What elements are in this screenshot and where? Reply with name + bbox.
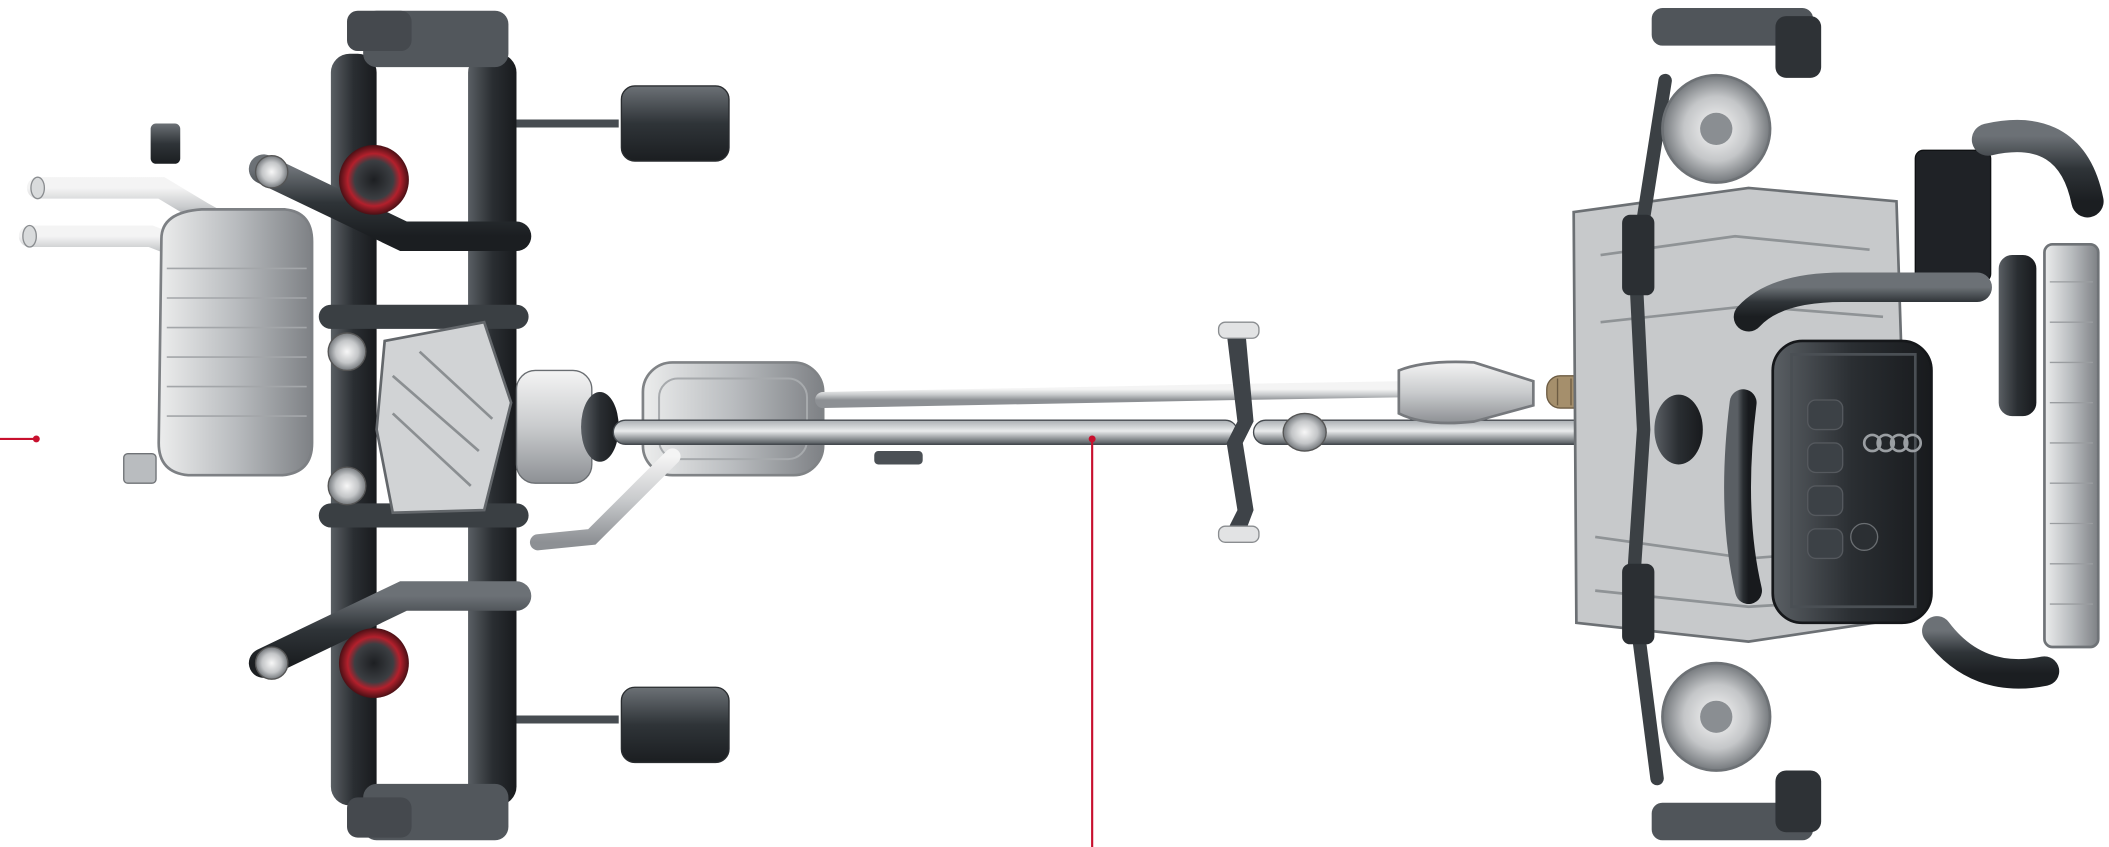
rear-muffler-icon xyxy=(123,123,314,484)
engine-icon xyxy=(1724,120,2104,689)
center-muffler-icon xyxy=(529,361,1407,551)
wheel-hub-icon xyxy=(347,8,1822,841)
callout-marker xyxy=(1088,435,1096,847)
callout-marker xyxy=(0,435,40,443)
rear-differential-icon xyxy=(375,320,619,515)
propeller-shaft-icon xyxy=(612,321,1672,543)
callout-dot-icon xyxy=(32,435,40,443)
callout-dot-icon xyxy=(1088,435,1096,443)
intercooler-icon xyxy=(2043,242,2100,649)
